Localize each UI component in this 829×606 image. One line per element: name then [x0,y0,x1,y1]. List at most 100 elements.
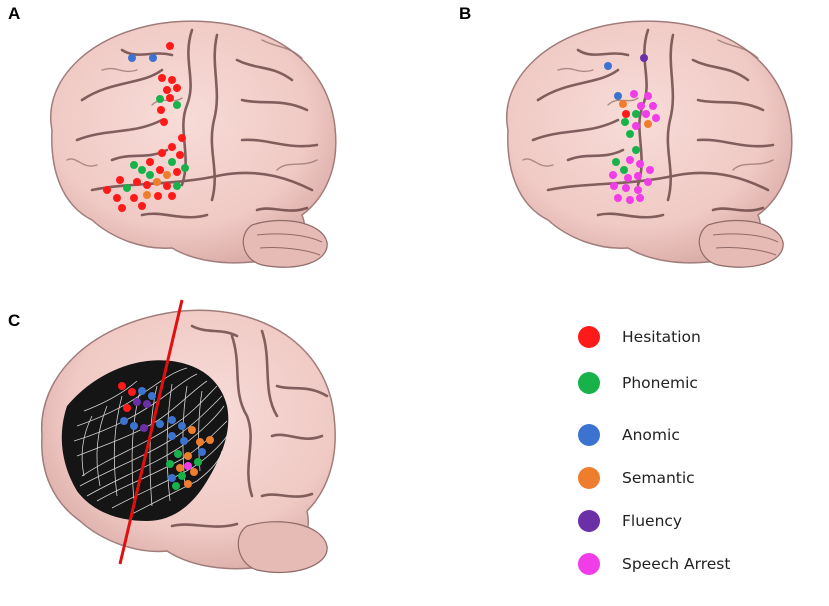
stim-point-semantic [619,100,627,108]
stim-point-hesitation [173,84,181,92]
stim-point-hesitation [166,42,174,50]
panel-label-b: B [459,4,472,23]
brain-lateral-icon [506,20,793,268]
stim-point-speech-arrest [646,166,654,174]
stim-point-anomic [149,54,157,62]
stim-point-anomic [180,437,188,445]
stim-point-speech-arrest [649,102,657,110]
stim-point-hesitation [130,194,138,202]
legend-label: Speech Arrest [622,555,731,573]
brain-panel-b [506,20,793,268]
stim-point-speech-arrest [642,110,650,118]
stim-point-speech-arrest [610,182,618,190]
stim-point-anomic [128,54,136,62]
legend-label: Hesitation [622,328,701,346]
stim-point-anomic [138,387,146,395]
stim-point-hesitation [158,149,166,157]
legend-dot-anomic [578,424,600,446]
stim-point-speech-arrest [644,92,652,100]
stim-point-speech-arrest [622,184,630,192]
stim-point-anomic [156,420,164,428]
brain-lateral-icon [50,20,337,268]
legend-item-anomic: Anomic [578,420,680,450]
panel-label-a: A [8,4,21,23]
stim-point-hesitation [168,192,176,200]
stim-point-hesitation [622,110,630,118]
stim-point-phonemic [174,450,182,458]
stim-point-anomic [120,417,128,425]
stim-point-fluency [133,398,141,406]
stim-point-speech-arrest [636,194,644,202]
stim-point-phonemic [178,472,186,480]
stim-point-speech-arrest [632,122,640,130]
stim-point-hesitation [178,134,186,142]
brain-panel-a [50,20,337,268]
stim-point-phonemic [632,110,640,118]
legend-dot-fluency [578,510,600,532]
stim-point-hesitation [173,168,181,176]
stim-point-hesitation [163,182,171,190]
stim-point-phonemic [166,460,174,468]
stim-point-speech-arrest [636,160,644,168]
stim-point-hesitation [176,151,184,159]
stim-point-speech-arrest [609,171,617,179]
stim-point-hesitation [156,166,164,174]
stim-point-phonemic [168,158,176,166]
brain-panel-c [41,299,336,574]
legend-dot-hesitation [578,326,600,348]
stim-point-semantic [206,436,214,444]
legend-label: Anomic [622,426,680,444]
stim-point-phonemic [130,161,138,169]
legend-item-hesitation: Hesitation [578,322,701,352]
stim-point-hesitation [113,194,121,202]
stim-point-hesitation [166,94,174,102]
stim-point-anomic [198,448,206,456]
stim-point-hesitation [128,388,136,396]
legend-dot-phonemic [578,372,600,394]
stim-point-phonemic [632,146,640,154]
stim-point-speech-arrest [184,462,192,470]
stim-point-hesitation [160,118,168,126]
legend-item-fluency: Fluency [578,506,682,536]
stim-point-anomic [168,416,176,424]
stim-point-phonemic [620,166,628,174]
resection-line [118,299,184,565]
stim-point-speech-arrest [626,156,634,164]
stim-point-speech-arrest [626,196,634,204]
stim-point-phonemic [172,482,180,490]
stim-point-phonemic [146,171,154,179]
stim-point-phonemic [194,458,202,466]
stim-point-hesitation [146,158,154,166]
stim-point-hesitation [168,76,176,84]
stim-point-semantic [163,171,171,179]
stim-point-speech-arrest [630,90,638,98]
stim-point-hesitation [103,186,111,194]
legend-item-phonemic: Phonemic [578,368,698,398]
stim-point-speech-arrest [634,186,642,194]
legend-label: Semantic [622,469,695,487]
stim-point-hesitation [158,74,166,82]
stim-point-anomic [614,92,622,100]
electrode-points-a [103,42,189,212]
stim-point-phonemic [123,184,131,192]
stim-point-speech-arrest [644,178,652,186]
stim-point-semantic [153,178,161,186]
stim-point-speech-arrest [637,102,645,110]
stim-point-phonemic [173,182,181,190]
stim-point-hesitation [123,404,131,412]
stim-point-fluency [140,424,148,432]
stim-point-hesitation [154,192,162,200]
stim-point-anomic [130,422,138,430]
stim-point-semantic [176,464,184,472]
stim-point-hesitation [143,181,151,189]
legend-dot-speech-arrest [578,553,600,575]
electrode-points-b [604,54,660,204]
stim-point-speech-arrest [624,174,632,182]
stim-point-semantic [184,480,192,488]
stim-point-anomic [178,422,186,430]
legend-item-speech-arrest: Speech Arrest [578,549,730,579]
legend-dot-semantic [578,467,600,489]
stim-point-phonemic [626,130,634,138]
legend-label: Phonemic [622,374,698,392]
stim-point-semantic [190,468,198,476]
